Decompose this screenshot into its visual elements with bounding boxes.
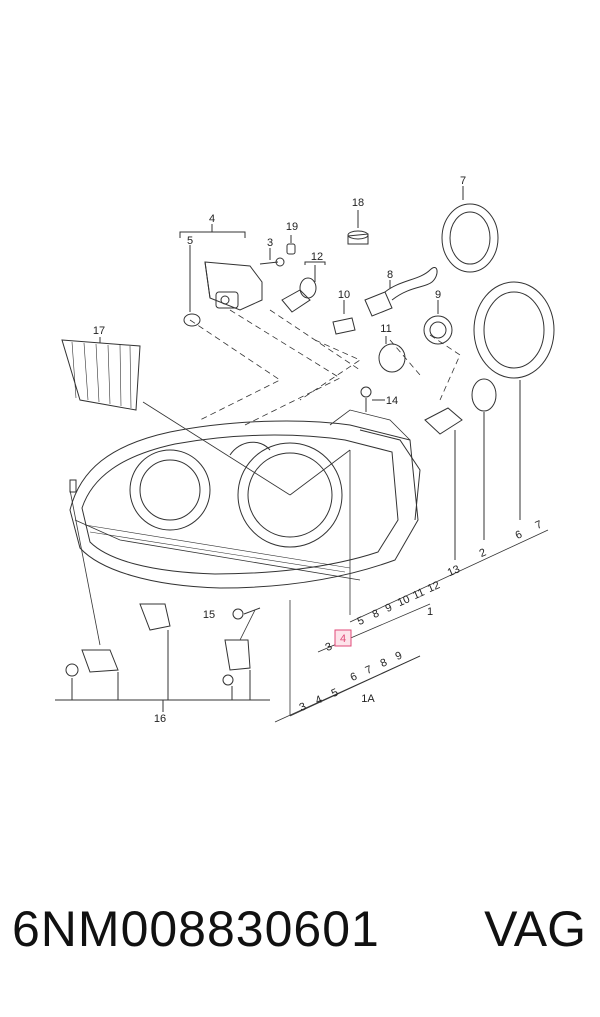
ruler-4-label: 3 — [298, 701, 308, 714]
ruler-1-label: 12 — [426, 579, 442, 595]
ruler-3-label: 6 — [349, 671, 359, 684]
part-19-cap — [286, 235, 296, 255]
callout-3: 3 — [267, 237, 273, 249]
ruler-2-label: 3 — [324, 641, 334, 654]
ruler-3-label: 9 — [394, 650, 404, 663]
callout-4: 4 — [209, 213, 215, 225]
part-11-bulb — [378, 336, 406, 373]
ruler-row-2: 3 4 — [324, 629, 352, 654]
part-2-ring — [471, 378, 497, 540]
ruler-row-3: 6 7 8 9 — [349, 650, 404, 684]
callout-8: 8 — [387, 269, 393, 281]
callout-14: 14 — [386, 395, 398, 407]
part-9-socket — [423, 300, 453, 345]
projection-lines — [189, 309, 461, 426]
callout-16: 16 — [154, 713, 166, 725]
ruler-row-4: 3 4 5 1A — [298, 687, 376, 714]
headlight-exploded-diagram: 17 4 5 3 19 12 18 10 8 11 9 7 14 15 16 1… — [55, 175, 555, 725]
callout-15: 15 — [203, 609, 215, 621]
part-3-screw — [259, 248, 285, 267]
bracket-4 — [179, 224, 246, 238]
callout-17: 17 — [93, 325, 105, 337]
highlight-box — [334, 629, 352, 647]
part-17-lens-sheet — [61, 337, 141, 411]
part-14-screw — [360, 386, 385, 412]
callout-6: 6 — [514, 529, 524, 542]
callout-12: 12 — [311, 251, 323, 263]
ruler-4-label: 4 — [314, 694, 324, 707]
part-10-bulb — [332, 300, 356, 335]
part-18-plug — [347, 210, 369, 245]
ruler-4-group: 1A — [361, 693, 375, 705]
callout-7b: 7 — [534, 519, 544, 532]
part-13-bulb — [424, 407, 463, 560]
callout-13: 13 — [446, 563, 462, 579]
part-8-connector — [364, 267, 438, 317]
callout-7: 7 — [460, 175, 466, 187]
callout-19: 19 — [286, 221, 298, 233]
headlight-housing — [69, 409, 421, 589]
leader-lines — [69, 401, 351, 715]
brand-label: VAG — [484, 901, 586, 957]
part-15-screw — [232, 607, 261, 620]
ruler-1-label: 11 — [411, 586, 426, 602]
part-4-control-unit — [204, 261, 263, 311]
ruler-1-label: 5 — [356, 615, 366, 628]
ruler-row-1: 5 8 9 10 11 12 1 — [356, 579, 442, 628]
callout-11: 11 — [380, 323, 391, 335]
footer: 6NM008830601 VAG — [0, 900, 600, 980]
callout-10: 10 — [338, 289, 350, 301]
callout-5: 5 — [187, 235, 193, 247]
ruler-1-label: 10 — [396, 593, 412, 609]
ruler-3-label: 7 — [364, 664, 374, 677]
ruler-2-label-highlight: 4 — [340, 633, 346, 645]
part-5-ring — [183, 245, 201, 327]
part-6-cover — [473, 281, 555, 520]
ruler-1-label: 8 — [371, 608, 381, 621]
part-12-bulb — [281, 261, 326, 313]
part-7-cap — [441, 186, 499, 273]
ruler-1-label: 9 — [384, 602, 394, 615]
callout-9: 9 — [435, 289, 441, 301]
reference-rulers — [274, 529, 549, 723]
ruler-1-group: 1 — [427, 606, 433, 618]
callout-2: 2 — [478, 547, 488, 560]
ruler-3-label: 8 — [379, 657, 389, 670]
part-16-brackets — [55, 603, 270, 712]
ruler-4-label: 5 — [330, 687, 340, 700]
callout-18: 18 — [352, 197, 364, 209]
part-number: 6NM008830601 — [12, 901, 380, 957]
